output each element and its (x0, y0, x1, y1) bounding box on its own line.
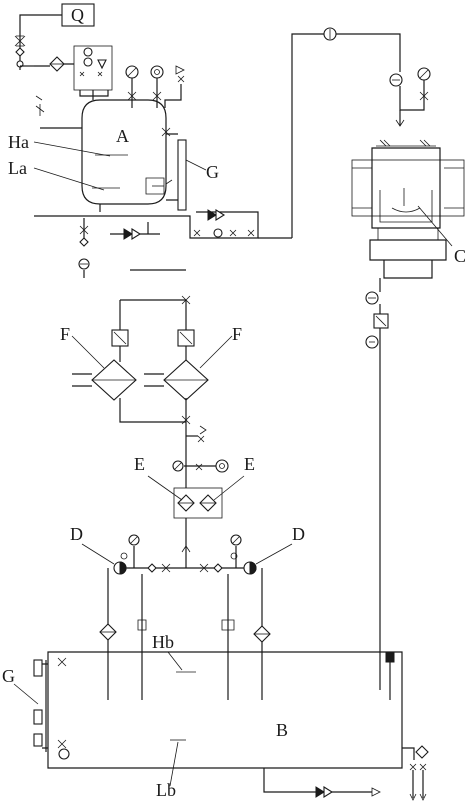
inlet-instrument-cluster (34, 45, 113, 100)
e-section: E E (134, 415, 255, 568)
label-e-right: E (244, 454, 255, 474)
line-a-to-c (291, 27, 431, 238)
label-e-left: E (134, 454, 145, 474)
actuator-c: C (351, 139, 466, 279)
tank-a-outlets (34, 204, 292, 240)
label-c: C (454, 246, 466, 266)
label-d-left: D (70, 524, 83, 544)
filter-f-left: F (60, 299, 186, 423)
pump-manifold: D D (70, 524, 305, 575)
label-lb: Lb (156, 780, 176, 800)
label-d-right: D (292, 524, 305, 544)
label-f-right: F (232, 324, 242, 344)
filter-f-right: F (144, 295, 242, 420)
tank-a: A (35, 95, 167, 205)
level-gauge-g-top: G (161, 122, 219, 211)
level-gauge-g-bottom: G (2, 657, 70, 760)
line-a-to-filters (78, 218, 186, 278)
tank-b: Hb B Lb (47, 632, 403, 800)
tank-a-top-gauges (125, 65, 185, 108)
label-la: La (8, 158, 27, 178)
tank-a-level-labels: Ha La (8, 132, 111, 191)
label-g-top: G (206, 162, 219, 182)
label-g-bottom: G (2, 666, 15, 686)
label-b: B (276, 720, 288, 740)
tank-b-drains (263, 745, 429, 801)
label-ha: Ha (8, 132, 29, 152)
feed-valves (14, 35, 34, 68)
label-a: A (116, 126, 129, 146)
label-q: Q (71, 5, 84, 25)
tank-a-sensor (145, 177, 173, 195)
label-f-left: F (60, 324, 70, 344)
line-c-to-b (365, 278, 389, 690)
suction-lines (99, 568, 271, 700)
label-hb: Hb (152, 632, 174, 652)
